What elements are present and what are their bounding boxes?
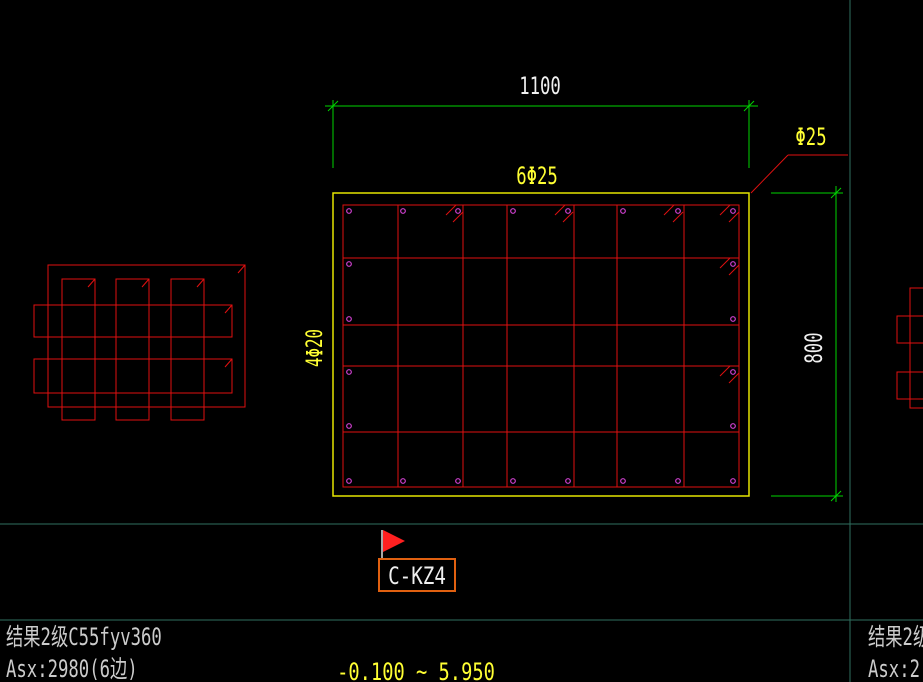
bar-dot	[346, 208, 352, 214]
corner-bar-label: Φ25	[795, 123, 826, 151]
info-line-2: Asx:2980(6边)	[6, 655, 138, 682]
bar-dot	[346, 369, 352, 375]
info-line-1: 结果2级C55fyv360	[6, 623, 162, 651]
width-dimension-line[interactable]	[325, 100, 758, 168]
rebar-dots	[346, 208, 736, 484]
height-dimension-text: 800	[800, 332, 828, 363]
bar-dot	[620, 208, 626, 214]
bar-dot	[730, 478, 736, 484]
bar-dot	[346, 423, 352, 429]
flag-marker-icon[interactable]	[381, 530, 405, 560]
bar-dot	[730, 369, 736, 375]
bar-dot	[346, 316, 352, 322]
bar-dot	[675, 208, 681, 214]
section-outline[interactable]	[332, 192, 750, 497]
right-partial-section[interactable]	[896, 287, 923, 409]
bar-dot	[455, 478, 461, 484]
right-info-line-2: Asx:2	[868, 655, 920, 682]
elevation-range: -0.100 ~ 5.950	[337, 659, 495, 682]
bar-dot	[730, 261, 736, 267]
bar-dot	[675, 478, 681, 484]
left-column-section[interactable]	[33, 264, 246, 421]
bar-dot	[565, 208, 571, 214]
bar-dot	[400, 208, 406, 214]
bar-dot	[565, 478, 571, 484]
bar-dot	[730, 316, 736, 322]
height-dimension-line[interactable]	[771, 186, 843, 502]
rebar-cage[interactable]	[342, 204, 740, 488]
top-bars-label: 6Φ25	[516, 162, 558, 190]
corner-bar-leader	[750, 154, 848, 194]
bar-dot	[346, 261, 352, 267]
bar-dot	[620, 478, 626, 484]
column-tag-box[interactable]	[378, 558, 456, 592]
bar-dot	[510, 208, 516, 214]
bar-dot	[510, 478, 516, 484]
bar-dot	[400, 478, 406, 484]
outer-stirrup	[342, 204, 740, 488]
right-info-line-1: 结果2级	[868, 623, 923, 651]
column-tag-text: C-KZ4	[388, 563, 446, 591]
bar-dot	[730, 208, 736, 214]
side-bars-label: 4Φ20	[301, 329, 327, 367]
bar-dot	[730, 423, 736, 429]
width-dimension-text: 1100	[519, 72, 561, 100]
bar-dot	[346, 478, 352, 484]
bar-dot	[455, 208, 461, 214]
